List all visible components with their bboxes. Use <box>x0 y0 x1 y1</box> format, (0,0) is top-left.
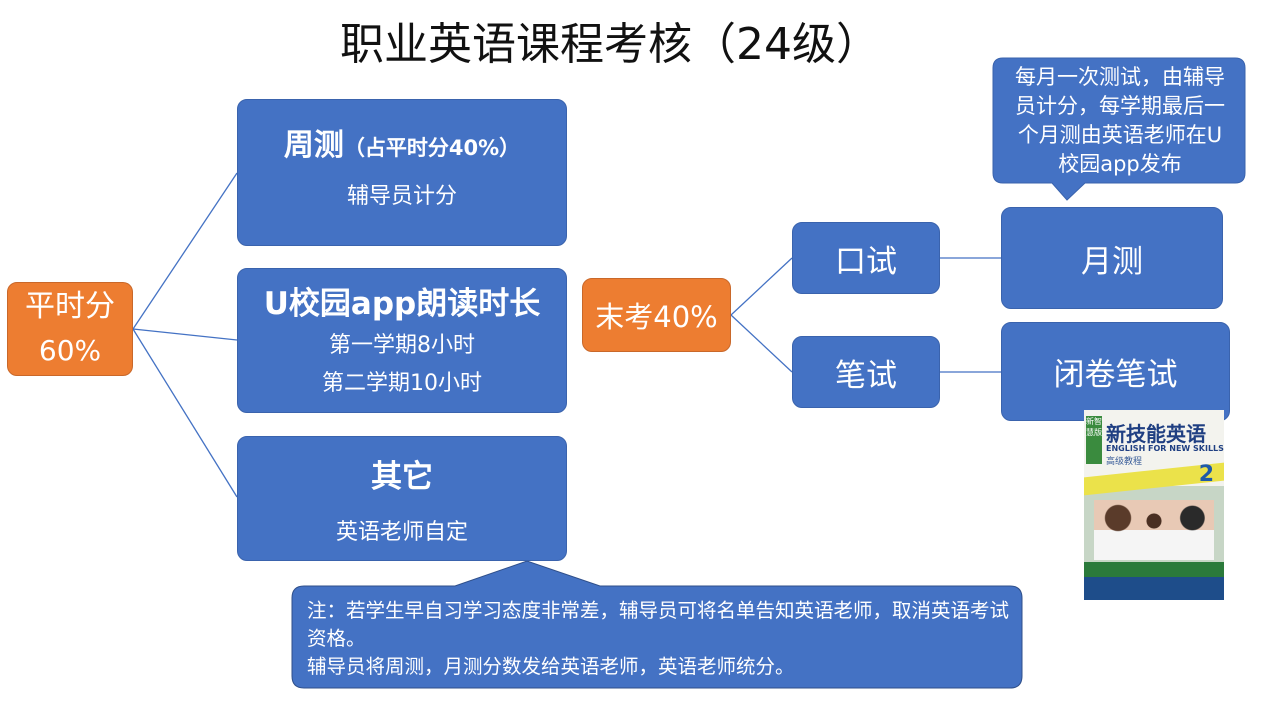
callout-bottom-line2: 辅导员将周测，月测分数发给英语老师，英语老师统分。 <box>307 655 795 678</box>
weekly-test-note: （占平时分40%） <box>343 136 521 160</box>
final-exam-label: 末考40% <box>595 300 718 334</box>
other-box: 其它 英语老师自定 <box>237 436 567 561</box>
weekly-test-desc: 辅导员计分 <box>346 184 457 209</box>
monthly-test-box: 月测 <box>1001 207 1223 309</box>
callout-bottom-shape <box>291 560 1023 689</box>
callout-top-shape <box>992 57 1246 201</box>
weekly-test-title: 周测 <box>283 128 344 163</box>
daily-score-box: 平时分 60% <box>7 282 133 376</box>
other-desc: 英语老师自定 <box>335 520 468 545</box>
textbook-cover-image: 新智慧版 新技能英语 ENGLISH FOR NEW SKILLS 高级教程 2 <box>1084 410 1224 600</box>
oral-exam-label: 口试 <box>835 243 897 280</box>
book-subtitle: 高级教程 <box>1106 457 1143 467</box>
reading-time-box: U校园app朗读时长 第一学期8小时 第二学期10小时 <box>237 268 567 413</box>
written-exam-label: 笔试 <box>835 357 897 394</box>
book-badge: 新智慧版 <box>1086 416 1102 464</box>
book-photo <box>1094 500 1214 560</box>
weekly-test-box: 周测（占平时分40%） 辅导员计分 <box>237 99 567 246</box>
oral-exam-box: 口试 <box>792 222 940 294</box>
reading-time-term1: 第一学期8小时 <box>329 333 475 358</box>
callout-bottom-line1: 注：若学生早自习学习态度非常差，辅导员可将名单告知英语老师，取消英语考试资格。 <box>307 599 1010 650</box>
other-title: 其它 <box>371 459 433 495</box>
book-volume: 2 <box>1198 462 1214 487</box>
daily-score-value: 60% <box>38 334 102 367</box>
daily-score-label: 平时分 <box>25 289 115 324</box>
book-title: 新技能英语 <box>1106 422 1206 446</box>
final-exam-box: 末考40% <box>582 278 731 352</box>
reading-time-term2: 第二学期10小时 <box>322 371 482 396</box>
callout-top-text: 每月一次测试，由辅导员计分，每学期最后一个月测由英语老师在U校园app发布 <box>1015 65 1225 176</box>
reading-time-title: U校园app朗读时长 <box>263 286 541 322</box>
written-exam-box: 笔试 <box>792 336 940 408</box>
closed-book-label: 闭卷笔试 <box>1053 357 1178 393</box>
closed-book-box: 闭卷笔试 <box>1001 322 1230 421</box>
page-title: 职业英语课程考核（24级） <box>340 19 880 70</box>
monthly-test-label: 月测 <box>1081 243 1143 280</box>
book-english-title: ENGLISH FOR NEW SKILLS <box>1106 444 1224 453</box>
